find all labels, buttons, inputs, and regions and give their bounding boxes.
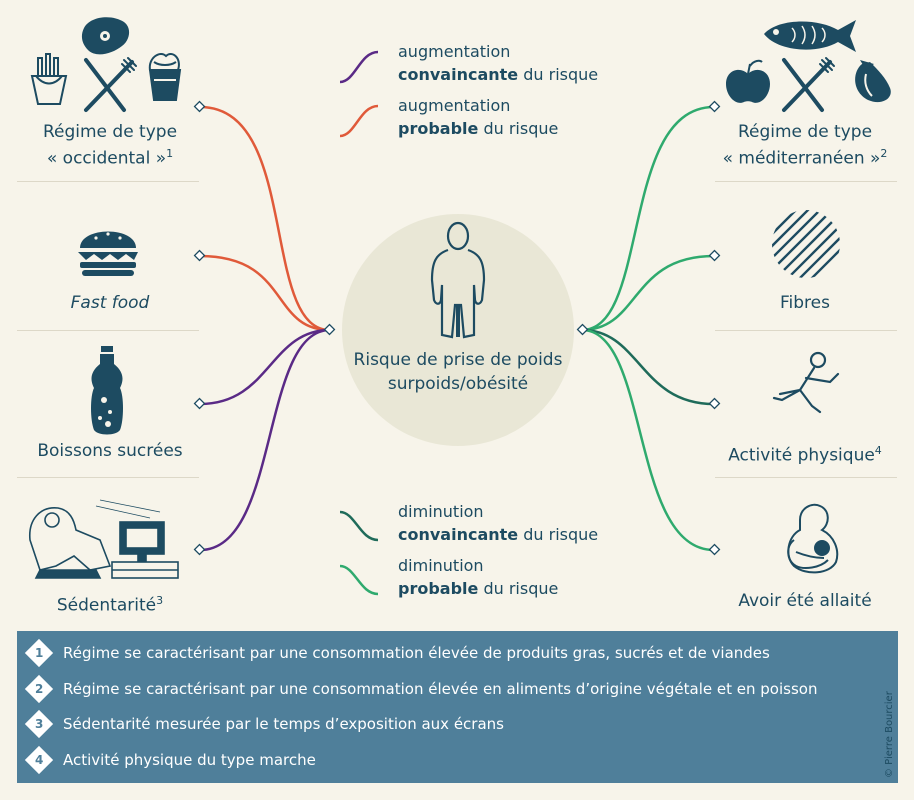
divider xyxy=(17,330,199,331)
factor-label-occidental: Régime de type « occidental »1 xyxy=(42,122,178,169)
footnote-number-badge: 1 xyxy=(24,638,54,668)
burger-icon xyxy=(78,231,138,276)
link-fibres xyxy=(581,254,715,332)
soda-bottle-icon xyxy=(91,346,123,435)
divider xyxy=(715,330,897,331)
footnote-number-badge: 4 xyxy=(24,745,54,775)
center-label: Risque de prise de poids surpoids/obésit… xyxy=(342,348,574,396)
node-diamond xyxy=(193,397,206,410)
factor-label-activite: Activité physique4 xyxy=(728,444,882,466)
photo-credit: © Pierre Bourcier xyxy=(884,691,895,778)
legend-swoosh-dec-conv xyxy=(339,510,379,542)
legend-swoosh-inc-prob xyxy=(339,104,379,138)
body-silhouette-icon xyxy=(430,221,486,339)
divider xyxy=(17,181,199,182)
legend-swoosh-dec-prob xyxy=(339,564,379,596)
legend-inc-prob: augmentation probable du risque xyxy=(398,96,559,138)
footnote-number-badge: 3 xyxy=(24,709,54,739)
fish-icon xyxy=(764,20,856,52)
breastfeeding-icon xyxy=(787,503,839,574)
legend-dec-conv: diminution convaincante du risque xyxy=(398,502,599,544)
apple-icon xyxy=(726,59,770,103)
center-label-line1: Risque de prise de poids xyxy=(353,350,563,370)
node-diamond xyxy=(708,397,721,410)
footnote-text: Régime se caractérisant par une consomma… xyxy=(63,680,818,698)
footnote-1: 1 Régime se caractérisant par une consom… xyxy=(24,638,770,668)
factor-label-fastfood: Fast food xyxy=(70,293,150,313)
factor-label-boissons: Boissons sucrées xyxy=(37,441,183,461)
steak-icon xyxy=(81,17,130,55)
factor-label-sedentarite: Sédentarité3 xyxy=(56,594,164,616)
fries-icon xyxy=(30,53,68,105)
link-boissons xyxy=(199,328,331,406)
node-diamond xyxy=(193,543,206,556)
node-diamond xyxy=(193,249,206,262)
footnote-text: Activité physique du type marche xyxy=(63,751,316,769)
node-diamond xyxy=(708,543,721,556)
link-mediterraneen xyxy=(581,105,715,332)
factor-label-allaite: Avoir été allaité xyxy=(738,591,872,611)
legend-dec-prob: diminution probable du risque xyxy=(398,556,559,598)
link-activite xyxy=(581,328,715,406)
footnote-text: Sédentarité mesurée par le temps d’expos… xyxy=(63,715,504,733)
footnote-number-badge: 2 xyxy=(24,674,54,704)
fibres-icon xyxy=(772,210,840,278)
divider xyxy=(715,181,897,182)
footnote-4: 4 Activité physique du type marche xyxy=(24,745,316,775)
link-occidental xyxy=(199,105,331,332)
link-allaite xyxy=(581,328,715,552)
knife-fork-icon xyxy=(782,57,835,112)
divider xyxy=(715,477,897,478)
footnote-2: 2 Régime se caractérisant par une consom… xyxy=(24,674,818,704)
link-sedentarite xyxy=(199,328,331,552)
factor-label-mediterraneen: Régime de type « méditerranéen »2 xyxy=(722,122,888,169)
footnote-text: Régime se caractérisant par une consomma… xyxy=(63,644,770,662)
legend-swoosh-inc-conv xyxy=(339,50,379,84)
footnote-3: 3 Sédentarité mesurée par le temps d’exp… xyxy=(24,709,504,739)
node-diamond xyxy=(576,323,589,336)
footnotes-panel: 1 Régime se caractérisant par une consom… xyxy=(17,631,898,783)
node-diamond xyxy=(323,323,336,336)
legend-inc-conv: augmentation convaincante du risque xyxy=(398,42,599,84)
eggplant-icon xyxy=(855,60,891,103)
node-diamond xyxy=(193,100,206,113)
person-tv-icon xyxy=(29,499,179,579)
ice-cream-icon xyxy=(148,52,182,101)
node-diamond xyxy=(708,249,721,262)
link-fastfood xyxy=(199,254,331,332)
runner-icon xyxy=(772,351,840,414)
node-diamond xyxy=(708,100,721,113)
factor-label-fibres: Fibres xyxy=(780,293,830,313)
divider xyxy=(17,477,199,478)
center-label-line2: surpoids/obésité xyxy=(387,374,529,394)
knife-fork-icon xyxy=(84,57,137,112)
